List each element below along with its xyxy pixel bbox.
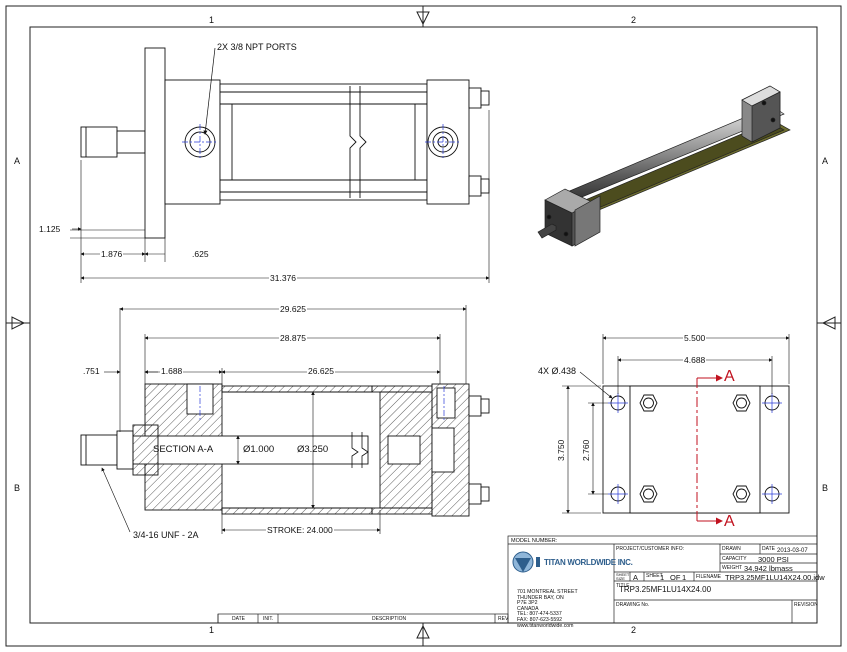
iso-view bbox=[537, 85, 791, 247]
dim-0751: .751 bbox=[82, 366, 101, 376]
rev-rev-header: REV bbox=[498, 616, 509, 622]
weight-label: WEIGHT bbox=[722, 565, 742, 571]
dim-3750: 3.750 bbox=[556, 438, 566, 462]
zone-top-2: 2 bbox=[631, 15, 637, 25]
drawing-no-label: DRAWING No. bbox=[616, 602, 650, 608]
rod-diameter: Ø1.000 bbox=[243, 444, 275, 455]
company-logo bbox=[512, 551, 540, 573]
zone-right-b: B bbox=[822, 483, 829, 493]
of-label: OF bbox=[670, 573, 681, 582]
dim-1125: 1.125 bbox=[38, 224, 62, 234]
dim-0625: .625 bbox=[191, 249, 210, 259]
revision-label: REVISION bbox=[794, 602, 818, 608]
rev-date-header: DATE bbox=[232, 616, 245, 622]
project-label: PROJECT/CUSTOMER INFO: bbox=[616, 546, 684, 552]
dim-28875: 28.875 bbox=[279, 333, 307, 343]
sheet-value: 1 bbox=[660, 573, 665, 582]
filename-value: TRP3.25MF1LU14X24.00.idw bbox=[725, 573, 825, 582]
dim-overall-length: 31.376 bbox=[269, 273, 297, 283]
piston-rod bbox=[132, 435, 369, 465]
top-view bbox=[80, 47, 490, 239]
section-view bbox=[80, 383, 490, 517]
company-address: 701 MONTREAL STREET THUNDER BAY, ON P7E … bbox=[517, 589, 578, 629]
bore-diameter: Ø3.250 bbox=[297, 444, 329, 455]
date-value: 2013-03-07 bbox=[777, 548, 808, 554]
section-marker-bottom: A bbox=[724, 513, 735, 530]
zone-left-b: B bbox=[14, 483, 21, 493]
address-line: CANADA bbox=[517, 605, 539, 612]
dim-5500: 5.500 bbox=[683, 333, 707, 343]
zone-bottom-2: 2 bbox=[631, 625, 637, 635]
rev-description-header: DESCRIPTION bbox=[372, 616, 407, 622]
stroke-dim: STROKE: 24.000 bbox=[266, 525, 334, 535]
model-number-label: MODEL NUMBER: bbox=[511, 538, 558, 544]
title-value: TRP3.25MF1LU14X24.00 bbox=[619, 585, 712, 594]
capacity-value: 3000 PSI bbox=[758, 555, 789, 564]
date-label: DATE bbox=[762, 546, 775, 552]
dim-26625: 26.625 bbox=[307, 366, 335, 376]
dim-4688: 4.688 bbox=[683, 355, 707, 365]
thread-callout: 3/4-16 UNF - 2A bbox=[133, 530, 199, 540]
zone-right-a: A bbox=[822, 156, 829, 166]
zone-top-1: 1 bbox=[209, 15, 215, 25]
company-name: TITAN WORLDWIDE INC. bbox=[544, 558, 633, 567]
address-line: THUNDER BAY, ON bbox=[517, 594, 564, 601]
weight-value: 34.942 lbmass bbox=[744, 564, 793, 573]
drawn-label: DRAWN bbox=[722, 546, 741, 552]
end-view bbox=[602, 385, 790, 514]
tube bbox=[219, 83, 428, 201]
sheet-size-label: SHEET SIZE bbox=[616, 572, 630, 581]
dim-1876: 1.876 bbox=[100, 249, 124, 259]
rev-init-header: INIT. bbox=[263, 616, 274, 622]
address-line: 701 MONTREAL STREET bbox=[517, 589, 578, 595]
section-marker-top: A bbox=[724, 368, 735, 385]
top-centerlines bbox=[182, 124, 461, 160]
end-centerlines bbox=[608, 393, 782, 504]
sheet-label: SHEET bbox=[646, 573, 663, 579]
address-line: FAX: 807-623-5592 bbox=[517, 616, 562, 623]
dim-1688: 1.688 bbox=[160, 366, 184, 376]
address-line: P7E 3P2 bbox=[517, 600, 538, 607]
dim-2760: 2.760 bbox=[581, 438, 591, 462]
sheet-size-value: A bbox=[633, 573, 639, 582]
title-label: TITLE bbox=[616, 583, 630, 589]
title-block-lines bbox=[217, 535, 818, 624]
dim-29625: 29.625 bbox=[279, 304, 307, 314]
hole-callout: 4X Ø.438 bbox=[538, 366, 577, 376]
filename-label: FILENAME bbox=[696, 574, 722, 580]
front-flange bbox=[144, 47, 166, 239]
section-label: SECTION A-A bbox=[153, 444, 214, 455]
port-callout: 2X 3/8 NPT PORTS bbox=[217, 42, 297, 52]
zone-left-a: A bbox=[14, 156, 21, 166]
section-line bbox=[696, 374, 723, 525]
capacity-label: CAPACITY bbox=[722, 556, 747, 562]
address-line: www.titanworldwide.com bbox=[517, 622, 574, 629]
of-value: 1 bbox=[682, 573, 687, 582]
zone-bottom-1: 1 bbox=[209, 625, 215, 635]
address-line: TEL: 807-474-5337 bbox=[517, 611, 562, 618]
